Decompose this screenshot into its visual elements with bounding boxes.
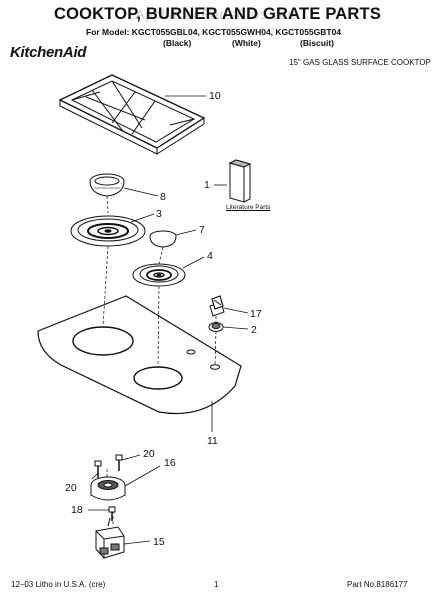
product-subtitle: 15" GAS GLASS SURFACE COOKTOP	[289, 58, 431, 67]
callout-bezel: 2	[251, 324, 257, 336]
callout-screw-small: 18	[71, 504, 83, 516]
color-biscuit: (Biscuit)	[300, 38, 334, 48]
footer-page-number: 1	[214, 580, 219, 589]
burner-base-small	[132, 263, 186, 287]
burner-valve	[90, 476, 126, 501]
callout-burner-valve: 16	[164, 457, 176, 469]
callout-burner-base-small: 4	[207, 250, 213, 262]
footer-part-number: Part No.8186177	[347, 580, 408, 589]
footer-litho: 12–03 Litho in U.S.A. (cre)	[11, 580, 106, 589]
callout-igniter-bracket: 15	[153, 536, 165, 548]
burner-cap-large	[89, 173, 125, 197]
callout-burner-base-large: 3	[156, 208, 162, 220]
callout-cap-large: 8	[160, 191, 166, 203]
callout-screw-left: 20	[65, 482, 77, 494]
literature-parts-label: Literature Parts	[226, 204, 271, 211]
callout-literature: 1	[204, 179, 210, 191]
page-title: COOKTOP, BURNER AND GRATE PARTS	[53, 5, 382, 23]
watermark-text: AppliancePartsPros.com	[135, 6, 300, 22]
color-black: (Black)	[163, 38, 192, 48]
knob-bezel	[208, 322, 224, 332]
burner-base-large	[70, 215, 146, 247]
screw-top	[115, 454, 123, 471]
igniter-bracket	[95, 517, 125, 559]
grate-part	[58, 74, 206, 155]
callout-grate: 10	[209, 90, 221, 102]
leader-lines	[88, 95, 249, 545]
callout-knob: 17	[250, 308, 262, 320]
color-white: (White)	[232, 38, 261, 48]
burner-cap-small	[149, 230, 177, 248]
screw-left	[94, 460, 102, 478]
callout-screw-top: 20	[143, 448, 155, 460]
cooktop-glass	[37, 295, 242, 415]
brand-logo: KitchenAid	[10, 44, 87, 61]
callout-cooktop-glass: 11	[207, 435, 218, 447]
control-knob	[209, 295, 225, 317]
callout-cap-small: 7	[199, 224, 205, 236]
model-line: For Model: KGCT055GBL04, KGCT055GWH04, K…	[86, 27, 342, 37]
literature-part	[228, 159, 252, 203]
